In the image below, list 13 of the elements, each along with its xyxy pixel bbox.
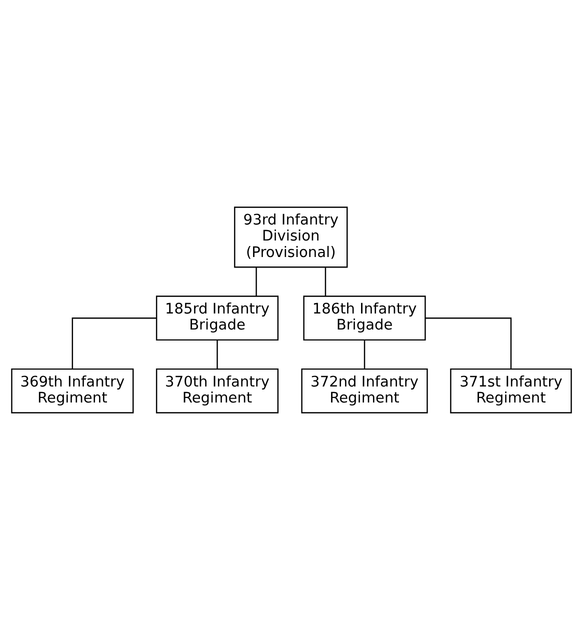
connector: [72, 317, 156, 370]
connector: [216, 340, 218, 369]
node-box: 93rd Infantry Division (Provisional): [234, 206, 348, 268]
node-box: 186th Infantry Brigade: [303, 296, 426, 341]
node-box: 370th Infantry Regiment: [156, 368, 279, 414]
connector: [324, 267, 326, 296]
node-box: 369th Infantry Regiment: [11, 368, 134, 414]
connector: [364, 340, 366, 369]
connector: [425, 317, 512, 370]
node-box: 371st Infantry Regiment: [450, 368, 572, 414]
connector: [256, 267, 257, 296]
node-box: 372nd Infantry Regiment: [301, 368, 428, 414]
node-box: 185rd Infantry Brigade: [156, 296, 279, 341]
